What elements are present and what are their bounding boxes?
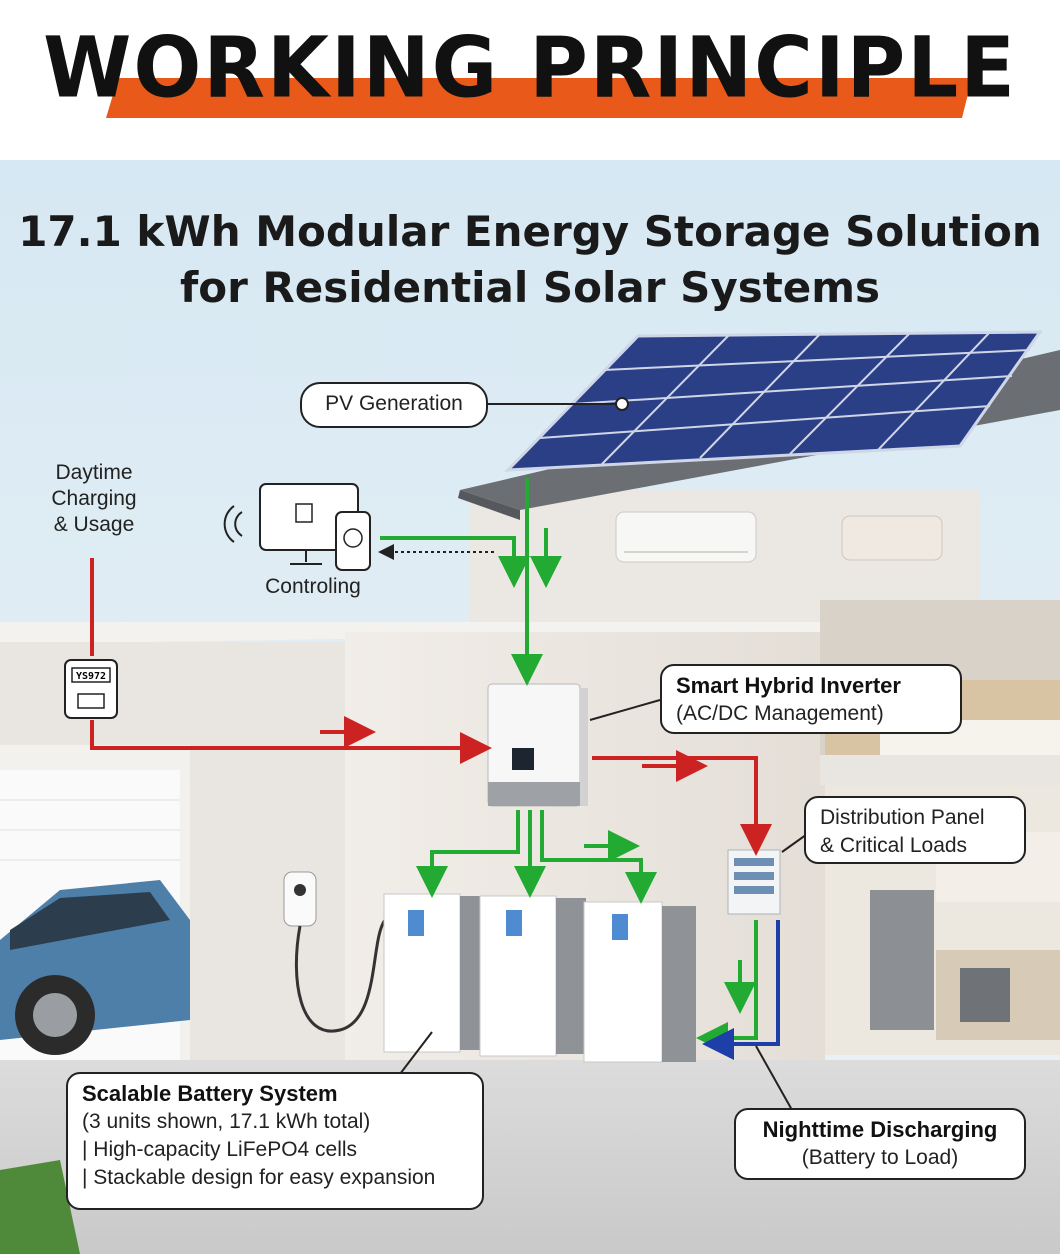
- meter-terminals: [77, 693, 105, 709]
- subtitle: 17.1 kWh Modular Energy Storage Solution…: [0, 204, 1060, 316]
- daytime-line-3: & Usage: [53, 513, 135, 536]
- air-conditioner-2: [841, 515, 943, 561]
- car-hubcap: [33, 993, 77, 1037]
- ev-charging-cable: [294, 919, 387, 1033]
- distribution-panel-callout: Distribution Panel & Critical Loads: [804, 796, 1026, 864]
- phone-icon: [335, 511, 371, 571]
- panel-line-1: Distribution Panel: [820, 806, 985, 829]
- inverter-callout-pointer: [589, 699, 661, 721]
- solar-grid-line: [601, 333, 731, 465]
- ac-flow-arrows: [90, 558, 772, 856]
- battery-line-1: (3 units shown, 17.1 kWh total): [82, 1110, 371, 1133]
- solar-grid-line: [603, 349, 1031, 371]
- inverter-display: [512, 748, 534, 770]
- refrigerator: [870, 890, 934, 1030]
- night-title: Nighttime Discharging: [762, 1117, 998, 1142]
- battery-unit-2: [479, 895, 586, 1057]
- page-title: WORKING PRINCIPLE: [43, 18, 1017, 117]
- distribution-panel: [727, 849, 781, 915]
- battery-2-display: [506, 910, 522, 936]
- orange-ribbon: [106, 78, 972, 118]
- phone-body: [335, 511, 371, 571]
- subtitle-line-2: for Residential Solar Systems: [179, 263, 881, 312]
- car-window: [10, 892, 170, 950]
- hybrid-inverter: [487, 683, 588, 807]
- daytime-label: Daytime Charging & Usage: [30, 460, 158, 538]
- ev-charger: [283, 871, 387, 1033]
- solar-grid-line: [699, 333, 821, 459]
- daytime-line-1: Daytime: [55, 461, 133, 484]
- battery-1-display: [408, 910, 424, 936]
- subtitle-line-1: 17.1 kWh Modular Energy Storage Solution: [18, 207, 1042, 256]
- night-discharge-flow: [702, 920, 780, 1060]
- solar-grid-line: [877, 331, 991, 451]
- header: WORKING PRINCIPLE: [0, 0, 1060, 160]
- meter-display-text: YS972: [76, 671, 106, 682]
- air-conditioner-1-body: [615, 511, 757, 563]
- pv-leader-dot: [615, 397, 629, 411]
- solar-panel-frame: [504, 330, 1043, 472]
- inverter-base: [488, 782, 580, 806]
- grass: [0, 1160, 80, 1254]
- nighttime-callout: Nighttime Discharging (Battery to Load): [734, 1108, 1026, 1180]
- electric-car: [0, 880, 190, 1055]
- header-banner: [106, 78, 972, 118]
- pv-generation-label: PV Generation: [325, 392, 463, 415]
- battery-2-side: [556, 898, 586, 1054]
- daytime-line-2: Charging: [51, 487, 137, 510]
- inverter-title: Smart Hybrid Inverter: [676, 673, 901, 698]
- inverter-callout: Smart Hybrid Inverter (AC/DC Management): [660, 664, 962, 734]
- electric-meter: YS972: [64, 659, 118, 719]
- inverter-subtitle: (AC/DC Management): [676, 702, 884, 725]
- meter-to-inverter-flow: [90, 720, 492, 764]
- room-divider: [820, 755, 1060, 785]
- panel-line-2: & Critical Loads: [820, 834, 968, 857]
- roof-edge: [458, 490, 520, 520]
- pv-generation-callout: PV Generation: [300, 382, 488, 428]
- phone-control-glyph: [343, 528, 363, 548]
- oven: [960, 968, 1010, 1022]
- battery-3-side: [662, 906, 696, 1062]
- house-illustration: YS972: [0, 160, 1060, 1254]
- diagram-scene: YS972: [0, 160, 1060, 1254]
- solar-array: [504, 330, 1043, 472]
- ev-charger-screen: [294, 884, 306, 896]
- battery-title: Scalable Battery System: [82, 1081, 338, 1106]
- wireless-arc: [223, 505, 235, 543]
- wireless-signal-icon: [223, 505, 243, 543]
- inverter-to-battery-1: [416, 810, 520, 898]
- battery-line-3: | Stackable design for easy expansion: [82, 1166, 436, 1189]
- distribution-panel-breakers: [734, 872, 774, 880]
- wireless-arc: [234, 511, 243, 537]
- air-conditioner-1: [615, 511, 757, 563]
- inverter-to-battery-3: [540, 810, 657, 904]
- inverter-side: [580, 688, 588, 806]
- solar-grid-line: [789, 332, 911, 455]
- controlling-label: Controling: [265, 575, 361, 598]
- distribution-panel-breakers: [734, 886, 774, 894]
- night-subtitle: (Battery to Load): [801, 1146, 959, 1169]
- distribution-panel-breakers: [734, 858, 774, 866]
- inverter-to-panel-flow: [592, 756, 772, 856]
- battery-callout-pointer: [399, 1031, 433, 1075]
- monitor-chart-glyph: [295, 503, 313, 523]
- night-callout-pointer: [755, 1045, 793, 1111]
- battery-3-display: [612, 914, 628, 940]
- controller-green-flow: [380, 536, 530, 588]
- meter-display-box: [71, 667, 111, 683]
- dc-flow-arrows: [380, 478, 758, 1054]
- ev-charger-body: [283, 871, 317, 927]
- battery-unit-3: [583, 901, 696, 1063]
- battery-line-2: | High-capacity LiFePO4 cells: [82, 1138, 358, 1161]
- air-conditioner-2-body: [841, 515, 943, 561]
- battery-callout: Scalable Battery System (3 units shown, …: [66, 1072, 484, 1210]
- battery-unit-1: [383, 893, 484, 1053]
- solar-grid-line: [571, 375, 1013, 405]
